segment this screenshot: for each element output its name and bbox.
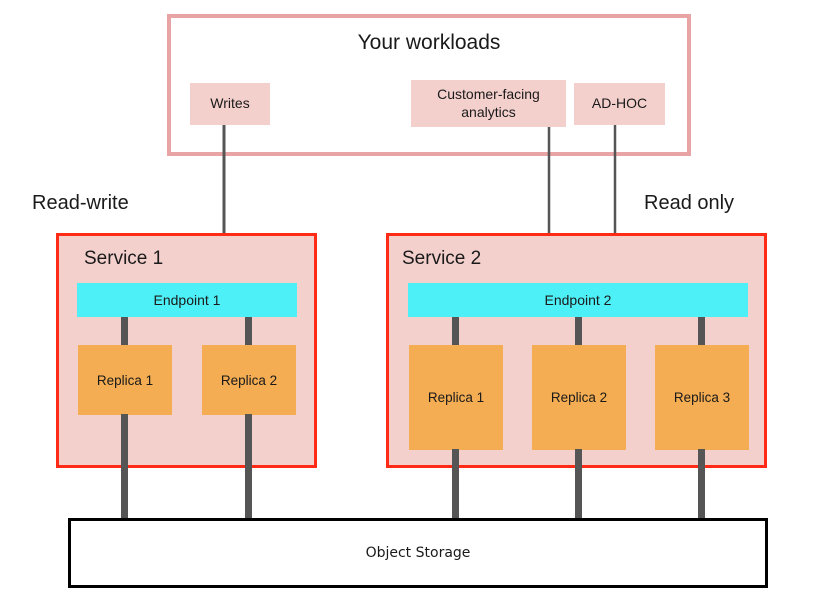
connector-s2-replica2-storage: [575, 449, 582, 520]
service-2-replica-1[interactable]: Replica 1: [409, 345, 503, 450]
connector-endpoint2-replica2: [575, 317, 582, 347]
workload-chip-analytics[interactable]: Customer-facing analytics: [411, 80, 566, 127]
object-storage-box[interactable]: Object Storage: [68, 518, 768, 588]
connector-endpoint2-replica3: [698, 317, 705, 347]
connector-s2-replica1-storage: [452, 449, 459, 520]
service-2-replica-3[interactable]: Replica 3: [655, 345, 749, 450]
connector-endpoint1-replica2: [245, 317, 252, 347]
workload-chip-adhoc[interactable]: AD-HOC: [574, 83, 665, 125]
connector-s2-replica3-storage: [698, 449, 705, 520]
service-2-endpoint[interactable]: Endpoint 2: [408, 283, 748, 317]
section-label-read-write: Read-write: [32, 192, 129, 214]
connector-s1-replica1-storage: [121, 414, 128, 520]
service-1-endpoint[interactable]: Endpoint 1: [77, 283, 297, 317]
workloads-title: Your workloads: [357, 31, 501, 54]
service-1-replica-2[interactable]: Replica 2: [202, 345, 296, 415]
workload-chip-writes[interactable]: Writes: [190, 83, 270, 125]
service-1-replica-1[interactable]: Replica 1: [78, 345, 172, 415]
service-2-replica-2[interactable]: Replica 2: [532, 345, 626, 450]
connector-endpoint2-replica1: [452, 317, 459, 347]
connector-endpoint1-replica1: [121, 317, 128, 347]
service-1-title: Service 1: [84, 248, 164, 269]
service-2-title: Service 2: [402, 248, 482, 269]
section-label-read-only: Read only: [644, 192, 735, 214]
connector-s1-replica2-storage: [245, 414, 252, 520]
